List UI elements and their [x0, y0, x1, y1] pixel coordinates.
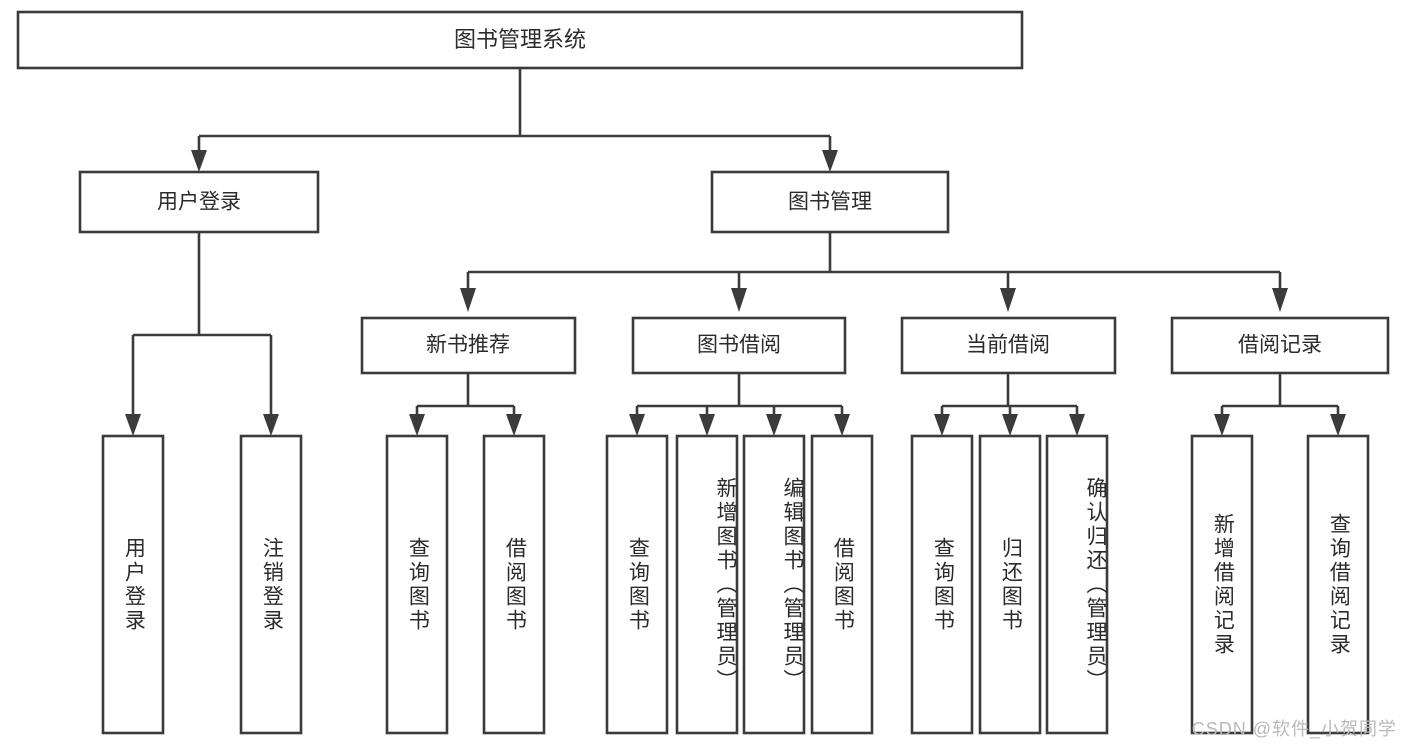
node-borrow-record-label: 借阅记录: [1238, 334, 1322, 357]
connector-current-borrow-to-leaves: [934, 373, 1085, 436]
arrow-head-to-book-borrow: [731, 288, 747, 312]
arrow-head-to-borrow-record: [1272, 288, 1288, 312]
node-book-manage-label: 图书管理: [788, 191, 872, 214]
connector-user-login-to-leaves: [125, 232, 279, 436]
arrow-head-to-new-book-recommend: [460, 288, 476, 312]
arrow-head-bb-leaf-2: [699, 414, 715, 436]
arrow-head-bb-leaf-4: [834, 414, 850, 436]
node-root-box[interactable]: [16, 10, 1024, 70]
node-book-manage-box[interactable]: [710, 170, 950, 234]
leaf-box-user-login-1[interactable]: [101, 434, 165, 735]
arrow-head-br-leaf-1: [1214, 414, 1230, 436]
leaf-box-new-book-recommend-2[interactable]: [482, 434, 546, 735]
node-book-borrow-box[interactable]: [631, 316, 847, 375]
connector-book-borrow-to-leaves: [629, 373, 850, 436]
arrow-head-bb-leaf-3: [766, 414, 782, 436]
node-new-book-recommend-box[interactable]: [360, 316, 577, 375]
leaf-box-borrow-record-2[interactable]: [1306, 434, 1370, 735]
node-current-borrow-box[interactable]: [900, 316, 1117, 375]
connector-new-book-recommend-to-leaves: [409, 373, 522, 436]
node-new-book-recommend-label: 新书推荐: [426, 334, 510, 357]
node-book-borrow[interactable]: 图书借阅: [631, 316, 847, 375]
arrow-head-to-current-borrow: [1000, 288, 1016, 312]
leaf-box-user-login-2[interactable]: [239, 434, 303, 735]
leaf-box-new-book-recommend-1[interactable]: [385, 434, 449, 735]
leaf-box-book-borrow-1[interactable]: [605, 434, 669, 735]
connector-book-manage-to-level2: [460, 232, 1288, 312]
leaf-box-book-borrow-4[interactable]: [810, 434, 874, 735]
arrow-head-cb-leaf-3: [1069, 414, 1085, 436]
node-root[interactable]: 图书管理系统: [16, 10, 1024, 70]
arrow-head-nbr-leaf-1: [409, 414, 425, 436]
leaf-box-book-borrow-3[interactable]: [742, 434, 806, 735]
leaf-box-current-borrow-3[interactable]: [1045, 434, 1109, 735]
node-root-label: 图书管理系统: [454, 27, 586, 52]
node-book-borrow-label: 图书借阅: [697, 334, 781, 357]
leaf-box-book-borrow-2[interactable]: [675, 434, 739, 735]
leaf-box-borrow-record-1[interactable]: [1190, 434, 1254, 735]
csdn-watermark: CSDN @软件_小贺同学: [1191, 719, 1397, 739]
node-book-manage[interactable]: 图书管理: [710, 170, 950, 234]
node-current-borrow[interactable]: 当前借阅: [900, 316, 1117, 375]
node-current-borrow-label: 当前借阅: [966, 334, 1050, 357]
arrow-head-user-login-leaf-1: [125, 414, 141, 436]
leaf-box-current-borrow-2[interactable]: [978, 434, 1042, 735]
node-user-login-label: 用户登录: [157, 191, 241, 214]
leaf-box-current-borrow-1[interactable]: [910, 434, 974, 735]
arrow-head-user-login-leaf-2: [263, 414, 279, 436]
arrow-head-to-book-manage: [822, 150, 838, 172]
arrow-head-to-user-login: [191, 150, 207, 172]
connector-borrow-record-to-leaves: [1214, 373, 1346, 436]
node-new-book-recommend[interactable]: 新书推荐: [360, 316, 577, 375]
arrow-head-bb-leaf-1: [629, 414, 645, 436]
connector-root-to-level1: [191, 68, 838, 172]
arrow-head-cb-leaf-1: [934, 414, 950, 436]
node-borrow-record[interactable]: 借阅记录: [1170, 316, 1390, 375]
node-user-login[interactable]: 用户登录: [78, 170, 320, 234]
arrow-head-br-leaf-2: [1330, 414, 1346, 436]
node-borrow-record-box[interactable]: [1170, 316, 1390, 375]
arrow-head-nbr-leaf-2: [506, 414, 522, 436]
arrow-head-cb-leaf-2: [1002, 414, 1018, 436]
